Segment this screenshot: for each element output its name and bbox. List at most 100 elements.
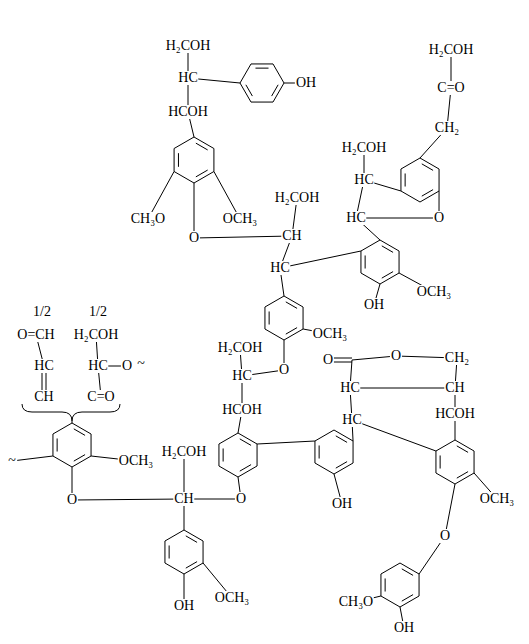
atom-label: OCH₃ <box>222 212 258 226</box>
atom-label: CH <box>281 229 302 243</box>
atom-label: HC <box>345 211 366 225</box>
atom-label: HC <box>341 413 362 427</box>
bond-line <box>315 463 334 474</box>
bond-line <box>273 64 284 83</box>
bond-line <box>381 563 400 574</box>
bond-line <box>219 466 238 477</box>
atom-label: HC <box>231 369 252 383</box>
bond-line <box>238 433 257 444</box>
atom-label: OCH₃ <box>118 454 154 468</box>
bond-line <box>400 596 419 607</box>
bond-line <box>380 273 399 284</box>
atom-label: O <box>390 349 402 363</box>
bond-line <box>334 463 353 474</box>
bond-line <box>240 465 251 472</box>
bond-line <box>382 246 393 253</box>
bond-line <box>361 273 380 284</box>
bond-line <box>240 439 251 446</box>
bond-line <box>194 137 214 149</box>
bond-line <box>42 372 43 391</box>
bond-line <box>455 473 474 484</box>
bond-line <box>420 158 439 169</box>
bond-line <box>165 563 184 574</box>
bond-line <box>186 536 197 543</box>
bond-line <box>440 455 441 468</box>
atom-label: OH <box>331 497 353 511</box>
atom-label: HCOH <box>221 403 263 417</box>
atom-label: C=O <box>436 81 465 95</box>
bond-line <box>420 191 439 202</box>
bond-line <box>303 307 304 329</box>
atom-label: HCOH <box>434 407 476 421</box>
bond-line <box>455 440 474 451</box>
bond-line <box>186 562 197 569</box>
atom-label: O <box>121 359 133 373</box>
bond-line <box>57 438 58 451</box>
atom-label: ~ <box>7 454 17 468</box>
bond-line <box>334 430 353 441</box>
atom-label: 1/2 <box>32 305 52 319</box>
bond-line <box>353 441 354 463</box>
atom-label: 1/2 <box>88 305 108 319</box>
atom-label: HC <box>33 359 54 373</box>
atom-label: OCH₃ <box>416 285 452 299</box>
atom-label: H₂COH <box>274 191 321 205</box>
atom-label: O=CH <box>16 328 55 342</box>
bond-line <box>422 190 433 197</box>
atom-label: CH <box>173 492 194 506</box>
bond-line <box>380 240 399 251</box>
atom-label: OH <box>173 599 195 613</box>
atom-label: O <box>235 492 247 506</box>
bond-line <box>436 473 455 484</box>
atom-label: CH₂ <box>444 351 470 365</box>
bond-line <box>402 569 413 576</box>
atom-label: O <box>188 231 200 245</box>
bond-line <box>240 64 251 83</box>
bond-line <box>457 446 468 453</box>
bond-line <box>336 462 347 469</box>
bond-line <box>218 444 219 466</box>
bond-line <box>91 434 92 456</box>
bond-line <box>457 472 468 479</box>
bond-line <box>194 172 214 184</box>
bond-line <box>272 85 279 96</box>
bond-line <box>381 596 400 607</box>
bond-line <box>194 183 195 238</box>
atom-label: O <box>322 353 334 367</box>
bond-line <box>255 68 268 69</box>
bond-line <box>265 329 284 340</box>
bond-line <box>257 441 315 444</box>
bond-line <box>350 388 455 389</box>
bond-line <box>405 173 406 186</box>
bond-line <box>74 455 85 462</box>
atom-label: O <box>278 363 290 377</box>
atom-label: OCH₃ <box>312 327 348 341</box>
bond-line <box>46 372 47 391</box>
bond-line <box>238 466 257 477</box>
atom-label: H₂COH <box>428 43 475 57</box>
bond-line <box>314 441 315 463</box>
bond-line <box>436 440 455 451</box>
bond-line <box>284 296 303 307</box>
bond-line <box>72 456 91 467</box>
bond-line <box>196 143 208 150</box>
atom-label: CH <box>444 381 465 395</box>
bond-line <box>184 530 203 541</box>
atom-label: OH <box>393 621 415 635</box>
bond-line <box>474 451 475 473</box>
bond-line <box>53 423 72 434</box>
bond-line <box>165 530 184 541</box>
bond-line <box>365 255 366 268</box>
atom-label: O <box>66 493 78 507</box>
bond-line <box>196 170 208 177</box>
bond-line <box>265 296 284 307</box>
bond-line <box>264 307 265 329</box>
atom-label: HC <box>269 261 290 275</box>
bond-line <box>399 251 400 273</box>
bond-line <box>169 545 170 558</box>
atom-label: H₂COH <box>73 328 120 342</box>
atom-label: OCH₃ <box>479 492 515 506</box>
bond-line <box>52 434 53 456</box>
